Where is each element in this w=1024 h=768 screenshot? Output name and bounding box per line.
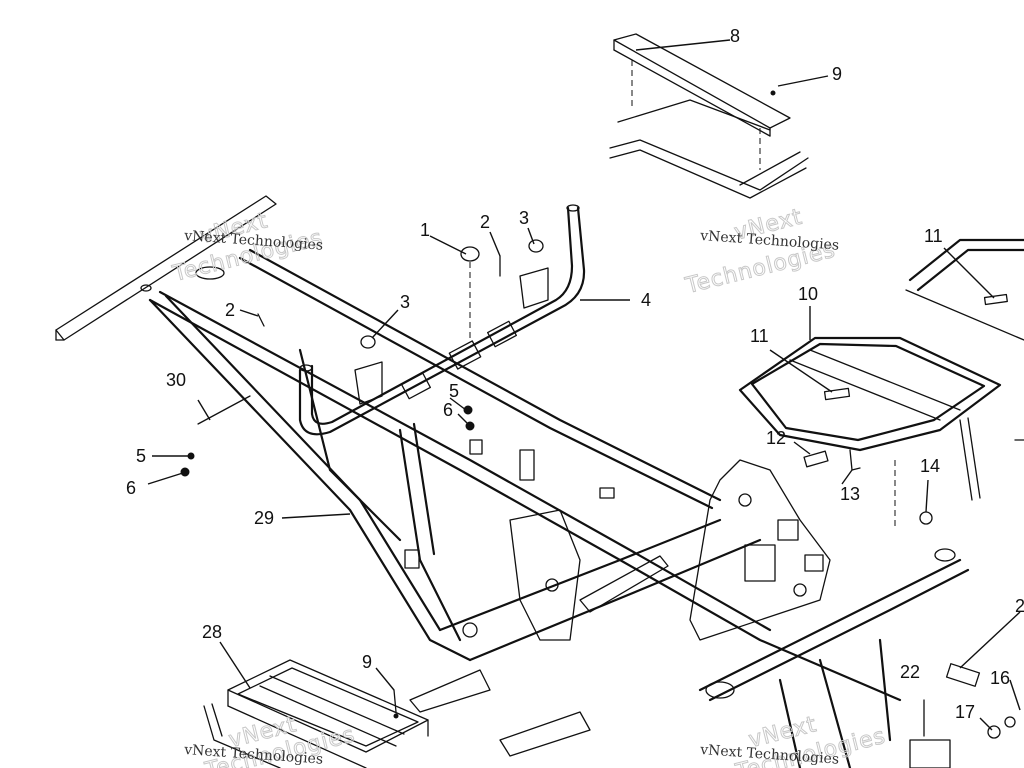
callout-17: 17 bbox=[955, 702, 975, 722]
handlebar-tube bbox=[298, 204, 586, 436]
callout-2: 2 bbox=[480, 212, 490, 232]
callout-11: 11 bbox=[750, 326, 769, 346]
callout-13: 13 bbox=[840, 484, 860, 504]
callouts: 1 2 3 3 4 8 9 2 30 5 6 5 6 29 11 10 11 1… bbox=[126, 26, 1024, 722]
callout-8: 8 bbox=[730, 26, 740, 46]
callout-6: 6 bbox=[443, 400, 453, 420]
callout-14: 14 bbox=[920, 456, 940, 476]
callout-6: 6 bbox=[126, 478, 136, 498]
hardware bbox=[180, 90, 1016, 768]
callout-5: 5 bbox=[136, 446, 146, 466]
callout-1: 1 bbox=[420, 220, 430, 240]
callout-9: 9 bbox=[832, 64, 842, 84]
callout-16: 16 bbox=[990, 668, 1010, 688]
callout-4: 4 bbox=[641, 290, 651, 310]
leader-lines bbox=[147, 39, 1021, 731]
callout-22: 22 bbox=[900, 662, 920, 682]
watermark: vNext Technologies bbox=[732, 712, 889, 768]
main-frame bbox=[55, 195, 970, 768]
callout-11: 11 bbox=[924, 226, 943, 246]
callout-3: 3 bbox=[519, 208, 529, 228]
footrest bbox=[203, 659, 429, 768]
callout-2: 2 bbox=[225, 300, 235, 320]
callout-29: 29 bbox=[254, 508, 274, 528]
inset-seat-bracket bbox=[609, 33, 809, 199]
callout-2: 2 bbox=[1015, 596, 1024, 616]
callout-5: 5 bbox=[449, 381, 459, 401]
callout-28: 28 bbox=[202, 622, 222, 642]
callout-3: 3 bbox=[400, 292, 410, 312]
callout-12: 12 bbox=[766, 428, 786, 448]
callout-10: 10 bbox=[798, 284, 818, 304]
callout-30: 30 bbox=[166, 370, 186, 390]
callout-9: 9 bbox=[362, 652, 372, 672]
rear-rack bbox=[738, 238, 1024, 530]
